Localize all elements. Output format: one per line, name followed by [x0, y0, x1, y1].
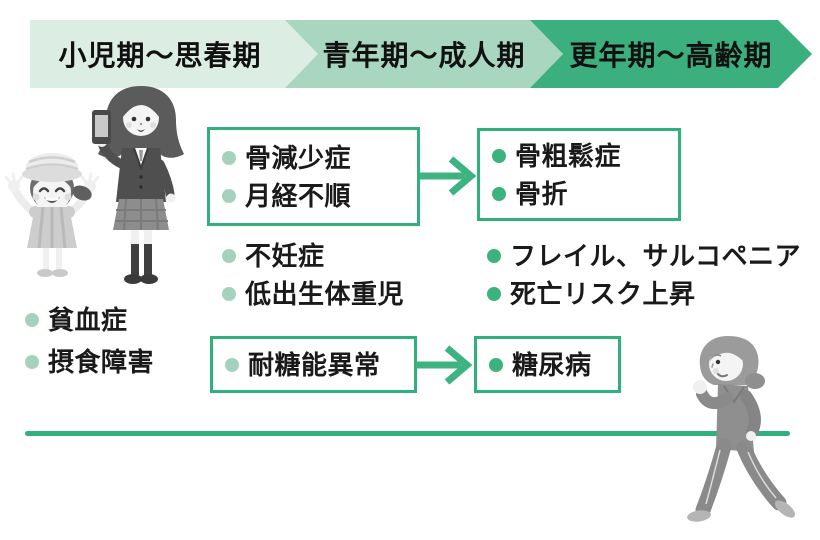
bullet-icon	[492, 186, 506, 201]
condition-label: 不妊症	[245, 241, 325, 271]
condition-label: 糖尿病	[512, 349, 592, 380]
bullet-icon	[25, 355, 39, 369]
list-item: 骨折	[492, 181, 678, 207]
list-item: 摂食障害	[25, 349, 154, 375]
condition-label: フレイル、サルコペニア	[510, 241, 801, 271]
condition-label: 骨粗鬆症	[515, 140, 622, 171]
life-stage-label: 更年期〜高齢期	[569, 40, 773, 71]
bullet-icon	[489, 357, 503, 372]
condition-label: 死亡リスク上昇	[510, 279, 696, 309]
condition-label: 月経不順	[245, 180, 352, 211]
schoolgirl-with-smartphone-illustration	[92, 86, 184, 284]
list-item: 骨粗鬆症	[492, 143, 678, 169]
bullet-icon	[222, 188, 236, 203]
bullet-icon	[222, 287, 236, 301]
elderly-woman-walking-illustration	[687, 336, 796, 522]
condition-label: 低出生体重児	[245, 279, 405, 309]
list-item: 不妊症	[222, 243, 404, 269]
bullet-icon	[487, 249, 501, 263]
child-girl-illustration	[5, 153, 100, 277]
list-item: 糖尿病	[489, 352, 618, 378]
list-item: 耐糖能異常	[225, 352, 414, 378]
list-aging-conditions: フレイル、サルコペニア 死亡リスク上昇	[487, 243, 801, 307]
box-bone-early: 骨減少症 月経不順	[207, 127, 420, 226]
life-stage-segment-childhood: 小児期〜思春期	[30, 20, 318, 88]
condition-label: 摂食障害	[48, 347, 155, 377]
list-item: 骨減少症	[222, 145, 417, 171]
list-childhood-conditions: 貧血症 摂食障害	[25, 307, 154, 375]
condition-label: 耐糖能異常	[248, 349, 381, 380]
list-item: 低出生体重児	[222, 281, 404, 307]
box-glucose-late: 糖尿病	[474, 336, 621, 393]
life-stage-label: 小児期〜思春期	[58, 40, 262, 71]
list-item: 貧血症	[25, 307, 154, 333]
bullet-icon	[222, 249, 236, 263]
progression-arrow-icon	[416, 345, 473, 385]
list-reproductive-conditions: 不妊症 低出生体重児	[222, 243, 404, 307]
box-glucose-early: 耐糖能異常	[210, 336, 417, 393]
life-stage-label: 青年期〜成人期	[322, 40, 526, 71]
list-item: 死亡リスク上昇	[487, 281, 801, 307]
condition-label: 貧血症	[48, 305, 128, 335]
life-stage-segment-adulthood: 青年期〜成人期	[285, 20, 563, 88]
condition-label: 骨折	[515, 178, 569, 209]
bullet-icon	[492, 148, 506, 163]
bullet-icon	[25, 313, 39, 327]
bullet-icon	[222, 150, 236, 165]
progression-arrow-icon	[420, 156, 477, 196]
life-stage-segment-elderly: 更年期〜高齢期	[530, 20, 812, 88]
timeline-axis	[25, 431, 790, 436]
bullet-icon	[225, 357, 239, 372]
bullet-icon	[487, 287, 501, 301]
list-item: フレイル、サルコペニア	[487, 243, 801, 269]
condition-label: 骨減少症	[245, 142, 352, 173]
box-bone-late: 骨粗鬆症 骨折	[477, 128, 681, 221]
list-item: 月経不順	[222, 183, 417, 209]
